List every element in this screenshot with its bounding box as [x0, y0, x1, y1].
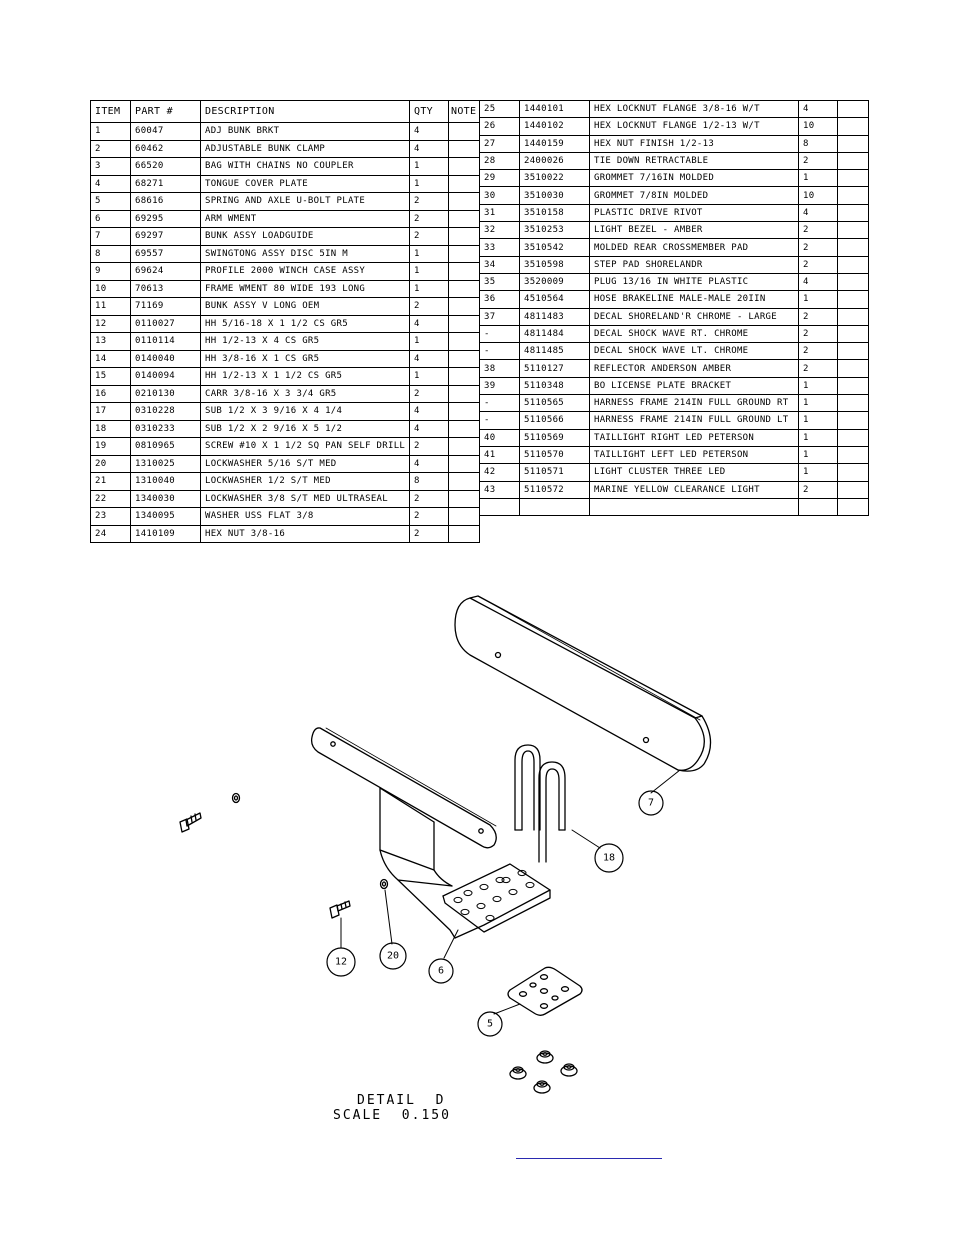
hex-bolt-upper [179, 812, 202, 833]
callout-7-label: 7 [648, 798, 654, 809]
flange-nuts-part [509, 1050, 578, 1094]
callout-leaders [340, 769, 681, 1015]
bunk-board-part [454, 595, 712, 772]
header-item: ITEM [90, 100, 131, 123]
table-row [479, 497, 869, 517]
lockwasher-lower [379, 878, 389, 890]
detail-title: DETAIL D [357, 1093, 446, 1108]
callout-balloons [326, 790, 664, 1037]
callout-6-label: 6 [438, 966, 444, 977]
header-qty: QTY [409, 100, 449, 123]
u-bolt-plate-part [507, 966, 583, 1016]
cell-description: HEX NUT 3/8-16 [200, 524, 410, 543]
arm-weldment-part [310, 727, 551, 939]
header-part: PART # [130, 100, 201, 123]
detail-scale: SCALE 0.150 [333, 1108, 451, 1123]
u-bolt-part [514, 744, 566, 863]
footer-link-underline[interactable] [516, 1146, 662, 1159]
cell-note [837, 497, 869, 517]
callout-12-label: 12 [335, 957, 347, 968]
callout-20-label: 20 [387, 951, 399, 962]
callout-5-label: 5 [487, 1019, 493, 1030]
cell-note [448, 524, 480, 543]
header-description: DESCRIPTION [200, 100, 410, 123]
callout-18-label: 18 [603, 853, 615, 864]
arm-plate-holes [453, 869, 535, 922]
table-header-row: ITEM PART # DESCRIPTION QTY NOTE [90, 100, 480, 123]
hex-bolt-lower [329, 900, 351, 919]
lockwasher-upper [231, 792, 241, 804]
